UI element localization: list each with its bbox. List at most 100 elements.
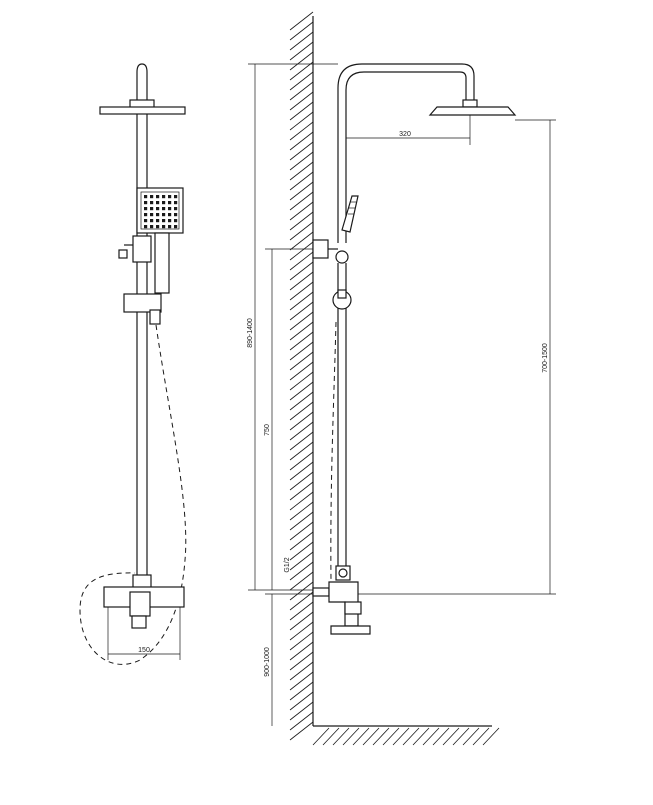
- wall-hatch-line: [289, 491, 314, 511]
- floor-hatch-line: [442, 727, 460, 746]
- wall-hatch-line: [289, 181, 314, 201]
- wall-hatch-line: [289, 261, 314, 281]
- floor-hatch-line: [452, 727, 470, 746]
- wall-hatch-line: [289, 631, 314, 651]
- wall-hatch-line: [289, 411, 314, 431]
- front-hose: [79, 324, 187, 665]
- hand-shower-nozzle: [168, 219, 172, 223]
- wall-hatch-line: [289, 331, 314, 351]
- hand-shower-nozzle: [174, 207, 178, 211]
- floor-hatch-line: [482, 727, 500, 746]
- hand-shower-nozzle: [162, 195, 166, 199]
- wall-hatch-line: [289, 471, 314, 491]
- front-slide-holder: [123, 293, 162, 313]
- wall-hatch-line: [289, 311, 314, 331]
- side-mixer-handle: [344, 601, 362, 615]
- wall-hatch-line: [289, 611, 314, 631]
- floor-hatching: [312, 727, 500, 746]
- side-valve-cap: [338, 568, 348, 578]
- wall-hatch-line: [289, 381, 314, 401]
- wall-hatch-line: [289, 511, 314, 531]
- hand-shower-nozzle: [168, 213, 172, 217]
- wall-hatch-line: [289, 431, 314, 451]
- floor-hatch-line: [332, 727, 350, 746]
- wall-hatch-line: [289, 191, 314, 211]
- wall-hatch-line: [289, 131, 314, 151]
- wall-hatch-line: [289, 321, 314, 341]
- dim-900-1000-label: 900-1000: [264, 647, 271, 677]
- wall-hatch-line: [289, 231, 314, 251]
- wall-hatch-line: [289, 551, 314, 571]
- wall-hatch-line: [289, 71, 314, 91]
- hand-shower-nozzle: [156, 225, 160, 229]
- wall-hatch-line: [289, 81, 314, 101]
- dim-150-label: 150: [138, 647, 150, 654]
- wall-hatch-line: [289, 591, 314, 611]
- wall-hatch-line: [289, 501, 314, 521]
- hand-shower-nozzle: [144, 207, 148, 211]
- floor-hatch-line: [422, 727, 440, 746]
- hand-shower-nozzle: [174, 225, 178, 229]
- wall-hatch-line: [289, 691, 314, 711]
- dimension-lines: 890-1400 750 G1/2 700-1500 900-1000: [247, 63, 556, 726]
- hand-shower-nozzle: [162, 201, 166, 205]
- hand-shower-nozzle: [162, 225, 166, 229]
- wall-hatch-line: [289, 271, 314, 291]
- hand-shower-nozzle: [168, 225, 172, 229]
- floor-hatch-line: [372, 727, 390, 746]
- wall-hatch-line: [289, 31, 314, 51]
- wall-hatch-line: [289, 121, 314, 141]
- hand-shower-nozzle: [162, 213, 166, 217]
- wall-hatch-line: [289, 301, 314, 321]
- wall-hatch-line: [289, 221, 314, 241]
- side-mixer-spout: [330, 625, 371, 635]
- wall-hatching: [289, 11, 314, 741]
- wall-hatch-line: [289, 531, 314, 551]
- hand-shower-nozzle: [144, 195, 148, 199]
- hand-shower-nozzle: [156, 195, 160, 199]
- hand-shower-nozzle: [150, 195, 154, 199]
- wall-hatch-line: [289, 241, 314, 261]
- wall-hatch-line: [289, 671, 314, 691]
- hand-shower-nozzle: [144, 219, 148, 223]
- wall-hatch-line: [289, 481, 314, 501]
- side-view: 320: [290, 63, 517, 635]
- side-shower-head-hub: [462, 99, 478, 108]
- hand-shower-nozzle: [156, 201, 160, 205]
- front-view: 150: [79, 63, 187, 665]
- wall-hatch-line: [289, 451, 314, 471]
- wall-hatch-line: [289, 101, 314, 121]
- hand-shower-nozzle: [174, 219, 178, 223]
- floor-hatch-line: [382, 727, 400, 746]
- thread-g12-label: G1/2: [284, 557, 291, 572]
- wall-hatch-line: [289, 401, 314, 421]
- floor-hatch-line: [402, 727, 420, 746]
- wall-hatch-line: [289, 421, 314, 441]
- hand-shower-nozzle: [156, 207, 160, 211]
- front-hand-shower-handle: [154, 232, 170, 294]
- hand-shower-nozzle: [162, 207, 166, 211]
- dim-890-1400-label: 890-1400: [247, 318, 254, 348]
- side-riser-outer: [337, 63, 475, 243]
- front-hand-shower-nozzles: [144, 195, 178, 229]
- front-mixer-spout-block: [129, 591, 151, 617]
- dim-750-label: 750: [264, 424, 271, 436]
- hand-shower-nozzle: [150, 213, 154, 217]
- wall-hatch-line: [289, 661, 314, 681]
- wall-hatch-line: [289, 211, 314, 231]
- wall-hatch-line: [289, 91, 314, 111]
- front-top-pipe: [136, 63, 148, 103]
- side-wall-bracket-plate: [312, 239, 329, 259]
- wall-hatch-line: [289, 341, 314, 361]
- front-wall-bracket: [132, 235, 152, 263]
- hand-shower-nozzle: [150, 201, 154, 205]
- floor-hatch-line: [462, 727, 480, 746]
- floor-hatch-line: [342, 727, 360, 746]
- hand-shower-nozzle: [150, 225, 154, 229]
- hand-shower-nozzle: [174, 201, 178, 205]
- hand-shower-nozzle: [168, 201, 172, 205]
- wall-hatch-line: [289, 51, 314, 71]
- wall-hatch-line: [289, 291, 314, 311]
- floor-hatch-line: [322, 727, 340, 746]
- wall-hatch-line: [289, 11, 314, 31]
